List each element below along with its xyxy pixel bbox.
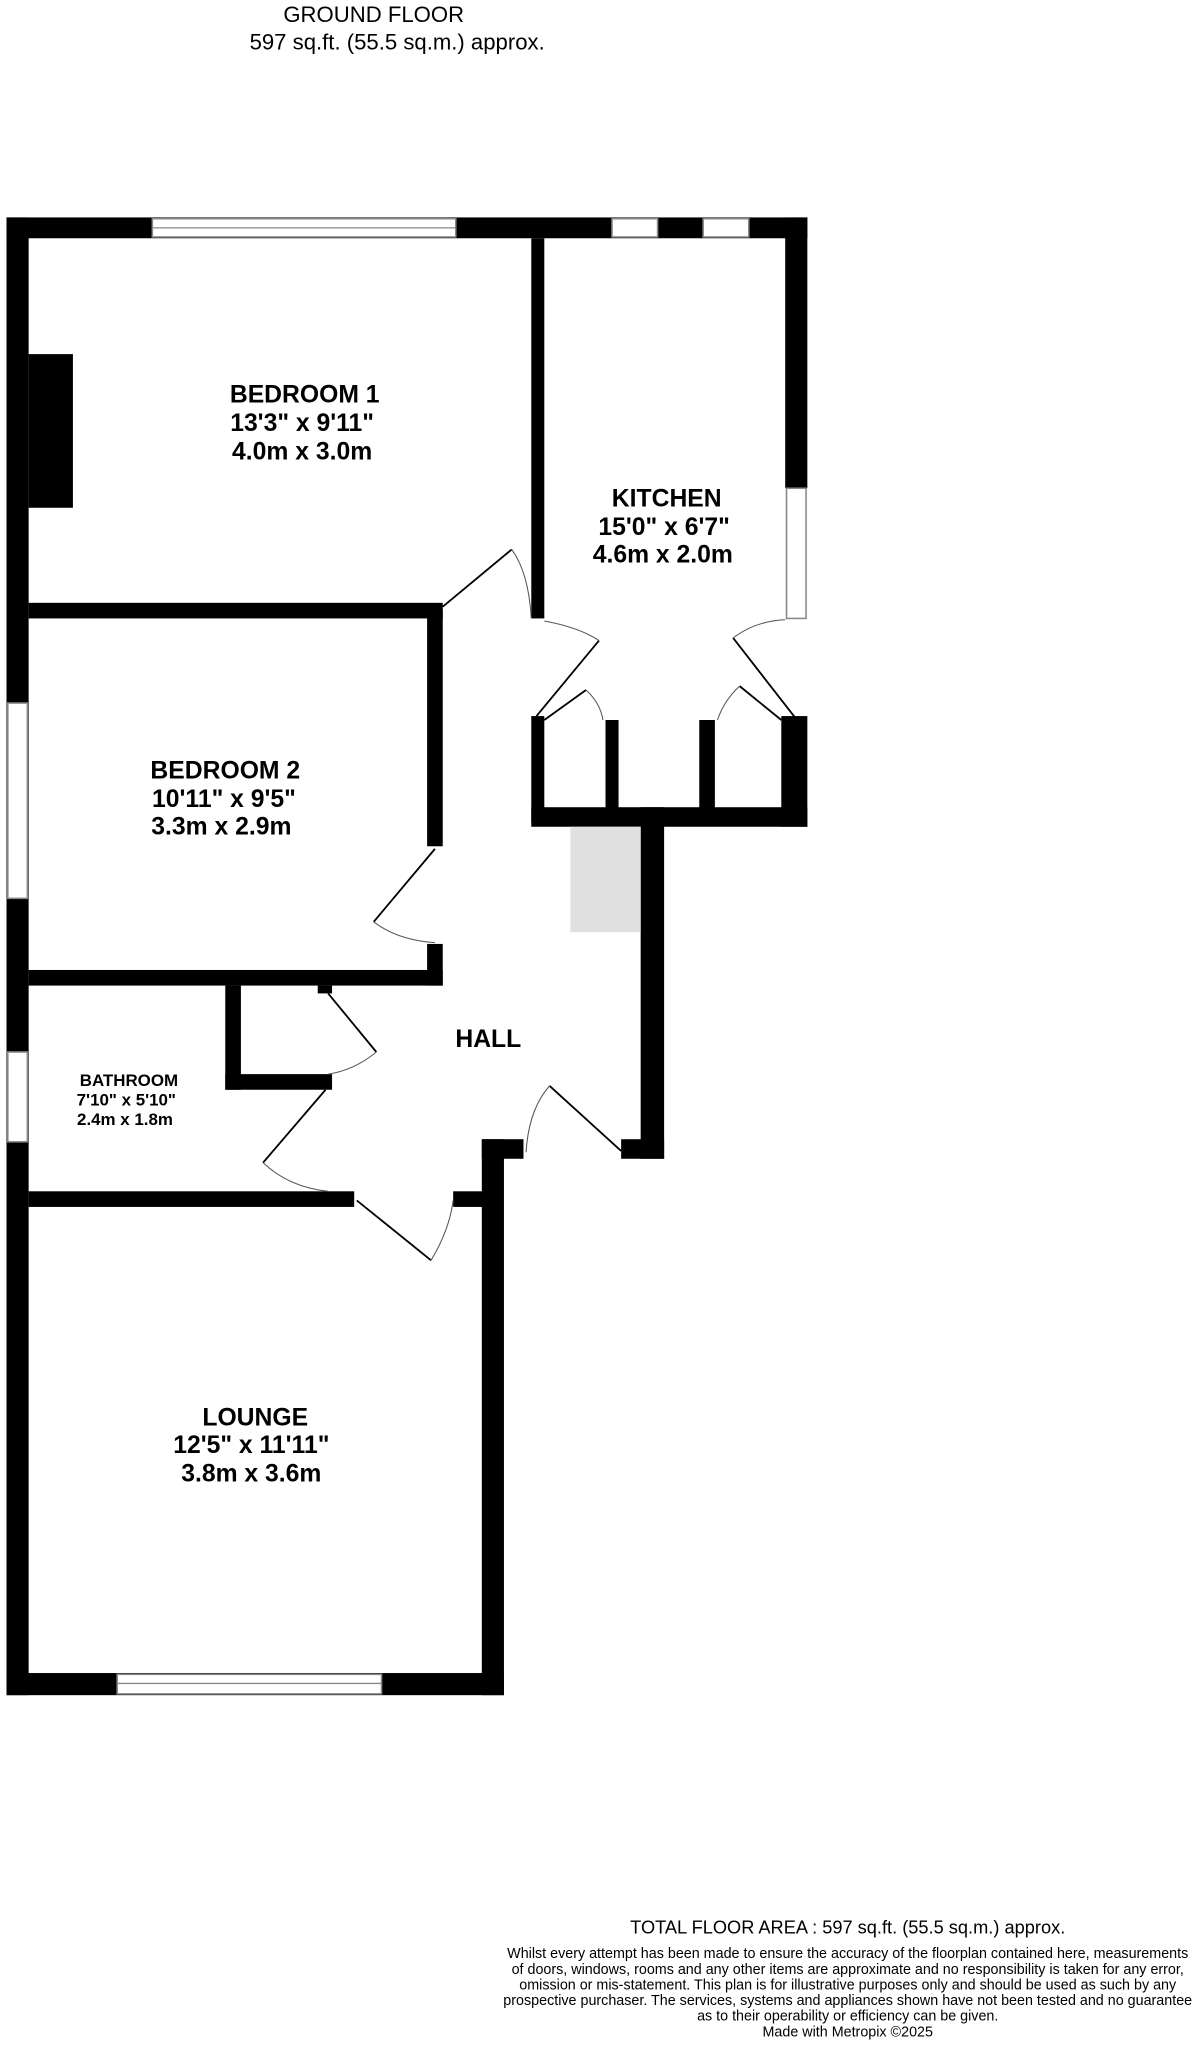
floor-title: GROUND FLOOR — [283, 2, 464, 27]
room-lounge: LOUNGE 12'5" x 11'11" 3.8m x 3.6m — [173, 1405, 329, 1488]
svg-text:3.3m x 2.9m: 3.3m x 2.9m — [151, 814, 291, 841]
floor-area: 597 sq.ft. (55.5 sq.m.) approx. — [250, 29, 545, 54]
svg-text:BATHROOM: BATHROOM — [80, 1071, 178, 1090]
room-kitchen: KITCHEN 15'0" x 6'7" 4.6m x 2.0m — [593, 485, 733, 568]
room-hall: HALL — [455, 1026, 521, 1053]
room-bedroom2: BEDROOM 2 10'11" x 9'5" 3.3m x 2.9m — [150, 758, 300, 841]
svg-text:LOUNGE: LOUNGE — [202, 1405, 308, 1432]
svg-text:BEDROOM 2: BEDROOM 2 — [150, 758, 300, 785]
svg-text:3.8m x 3.6m: 3.8m x 3.6m — [181, 1461, 321, 1488]
stair-area — [570, 826, 641, 933]
svg-text:KITCHEN: KITCHEN — [612, 485, 722, 512]
disclaimer-line: omission or mis-statement. This plan is … — [519, 1977, 1177, 1993]
disclaimer-line: of doors, windows, rooms and any other i… — [512, 1962, 1184, 1978]
footer: TOTAL FLOOR AREA : 597 sq.ft. (55.5 sq.m… — [503, 1917, 1192, 2040]
window-kitchen-1 — [611, 217, 659, 238]
svg-text:4.6m x 2.0m: 4.6m x 2.0m — [593, 541, 733, 568]
disclaimer-line: prospective purchaser. The services, sys… — [503, 1993, 1192, 2009]
window-kitchen-2 — [702, 217, 750, 238]
doors — [262, 548, 798, 1262]
svg-text:10'11" x 9'5": 10'11" x 9'5" — [152, 786, 296, 813]
svg-text:2.4m x 1.8m: 2.4m x 1.8m — [77, 1110, 173, 1129]
chimney-breast — [28, 354, 73, 508]
window-bedroom2 — [7, 702, 29, 900]
svg-text:7'10" x 5'10": 7'10" x 5'10" — [77, 1090, 176, 1109]
svg-text:15'0" x 6'7": 15'0" x 6'7" — [598, 514, 729, 541]
svg-text:HALL: HALL — [455, 1026, 521, 1053]
room-bathroom: BATHROOM 7'10" x 5'10" 2.4m x 1.8m — [77, 1071, 178, 1129]
svg-text:BEDROOM 1: BEDROOM 1 — [230, 381, 380, 408]
room-bedroom1: BEDROOM 1 13'3" x 9'11" 4.0m x 3.0m — [230, 381, 380, 465]
disclaimer-line: Whilst every attempt has been made to en… — [507, 1946, 1188, 1962]
credit: Made with Metropix ©2025 — [762, 2024, 933, 2040]
svg-text:12'5" x 11'11": 12'5" x 11'11" — [173, 1432, 329, 1459]
svg-text:4.0m x 3.0m: 4.0m x 3.0m — [232, 439, 372, 466]
window-bathroom — [7, 1051, 29, 1143]
disclaimer-line: as to their operability or efficiency ca… — [697, 2009, 998, 2025]
svg-text:13'3" x 9'11": 13'3" x 9'11" — [230, 410, 374, 437]
window-kitchen-side — [785, 487, 807, 620]
walls — [6, 217, 808, 1696]
total-floor-area: TOTAL FLOOR AREA : 597 sq.ft. (55.5 sq.m… — [630, 1917, 1065, 1937]
